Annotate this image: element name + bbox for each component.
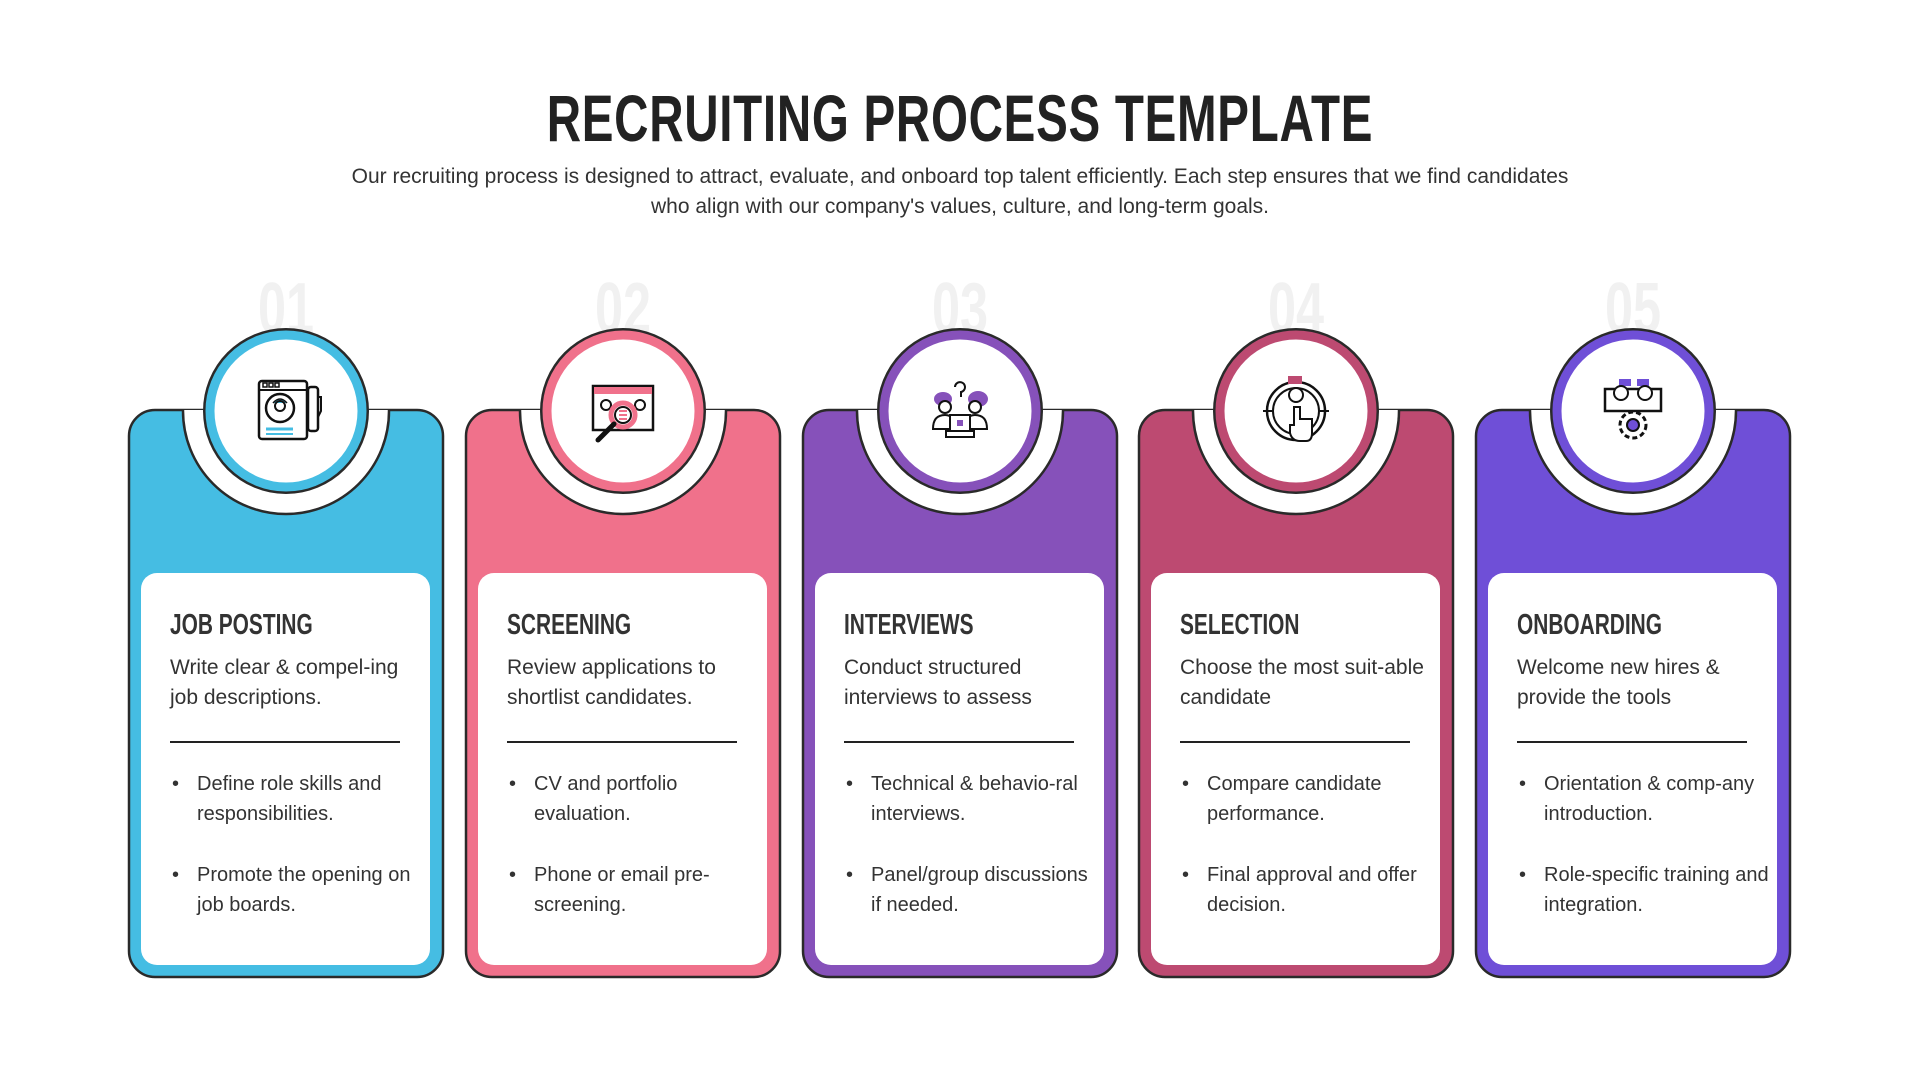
step-content-1: JOB POSTING Write clear & compel-ing job …: [141, 573, 430, 965]
bullet-icon: •: [1519, 773, 1527, 795]
list-item: •Role-specific training and integration.: [1517, 860, 1772, 920]
list-item: •Technical & behavio-ral interviews.: [844, 769, 1099, 829]
bullet-icon: •: [1182, 864, 1190, 886]
page-subtitle: Our recruiting process is designed to at…: [351, 165, 1569, 218]
bullet-list: •Compare candidate performance. •Final ap…: [1180, 769, 1435, 951]
list-item: •Final approval and offer decision.: [1180, 860, 1435, 920]
list-item: •Promote the opening on job boards.: [170, 860, 425, 920]
step-title: INTERVIEWS: [844, 609, 974, 641]
list-item: •Phone or email pre-screening.: [507, 860, 762, 920]
step-title: JOB POSTING: [170, 609, 313, 641]
list-item: •CV and portfolio evaluation.: [507, 769, 762, 829]
bullet-icon: •: [172, 864, 180, 886]
step-content-3: INTERVIEWS Conduct structured interviews …: [815, 573, 1104, 965]
selection-target-icon: [1263, 376, 1329, 442]
bullet-list: •Technical & behavio-ral interviews. •Pan…: [844, 769, 1099, 951]
list-item: •Panel/group discussions if needed.: [844, 860, 1099, 920]
list-item: •Compare candidate performance.: [1180, 769, 1435, 829]
step-description: Conduct structured interviews to assess: [844, 656, 1032, 709]
divider: [1517, 741, 1747, 743]
divider: [844, 741, 1074, 743]
list-item: •Define role skills and responsibilities…: [170, 769, 425, 829]
divider: [1180, 741, 1410, 743]
step-description: Write clear & compel-ing job description…: [170, 656, 399, 709]
page-title: RECRUITING PROCESS TEMPLATE: [546, 81, 1374, 155]
icon-ring: [879, 330, 1041, 492]
bullet-icon: •: [1519, 864, 1527, 886]
bullet-icon: •: [846, 773, 854, 795]
step-title: ONBOARDING: [1517, 609, 1663, 641]
step-content-4: SELECTION Choose the most suit-able candi…: [1151, 573, 1440, 965]
bullet-list: •CV and portfolio evaluation. •Phone or e…: [507, 769, 762, 951]
icon-ring: [205, 330, 367, 492]
job-posting-icon: [257, 379, 322, 441]
step-description: Review applications to shortlist candida…: [507, 656, 716, 709]
step-description: Welcome new hires & provide the tools: [1517, 656, 1720, 709]
bullet-icon: •: [509, 864, 517, 886]
step-content-5: ONBOARDING Welcome new hires & provide th…: [1488, 573, 1777, 965]
divider: [170, 741, 400, 743]
bullet-icon: •: [509, 773, 517, 795]
screening-magnifier-icon: [591, 384, 655, 443]
onboarding-team-icon: [1603, 379, 1663, 440]
list-item: •Orientation & comp-any introduction.: [1517, 769, 1772, 829]
step-title: SELECTION: [1180, 609, 1300, 641]
step-title: SCREENING: [507, 609, 632, 641]
interview-icon: [931, 381, 989, 438]
step-description: Choose the most suit-able candidate: [1180, 656, 1424, 709]
bullet-icon: •: [1182, 773, 1190, 795]
step-content-2: SCREENING Review applications to shortlis…: [478, 573, 767, 965]
bullet-icon: •: [172, 773, 180, 795]
bullet-list: •Define role skills and responsibilities…: [170, 769, 425, 951]
divider: [507, 741, 737, 743]
bullet-list: •Orientation & comp-any introduction. •Ro…: [1517, 769, 1772, 951]
bullet-icon: •: [846, 864, 854, 886]
